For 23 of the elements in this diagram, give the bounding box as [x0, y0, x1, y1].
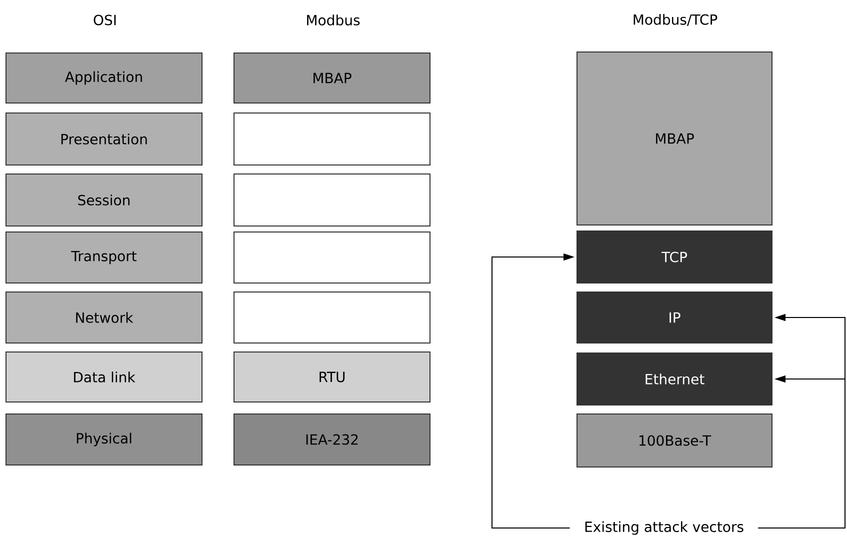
layer-box: MBAP	[576, 52, 772, 226]
layer-box: Application	[6, 52, 202, 104]
layer-box: 100Base-T	[576, 414, 772, 468]
layer-box: Ethernet	[576, 352, 772, 406]
layer-box: Data link	[6, 352, 202, 402]
layer-box: Presentation	[6, 112, 202, 166]
layer-box: Physical	[6, 414, 202, 466]
layer-box: RTU	[234, 352, 430, 402]
layer-box: Network	[6, 292, 202, 344]
layer-box: MBAP	[234, 52, 430, 104]
callout-text: Existing attack vectors	[585, 521, 744, 535]
layer-box: TCP	[576, 230, 772, 284]
empty-layer-box	[234, 292, 430, 344]
layer-box: Session	[6, 174, 202, 226]
column-heading: Modbus/TCP	[634, 14, 718, 26]
layer-box: Transport	[6, 232, 202, 284]
empty-layer-box	[234, 174, 430, 226]
layer-box: IEA-232	[234, 414, 430, 466]
empty-layer-box	[234, 232, 430, 284]
column-heading: OSI	[94, 14, 116, 26]
empty-layer-box	[234, 112, 430, 166]
column-heading: Modbus	[307, 14, 360, 26]
layer-box: IP	[576, 292, 772, 344]
